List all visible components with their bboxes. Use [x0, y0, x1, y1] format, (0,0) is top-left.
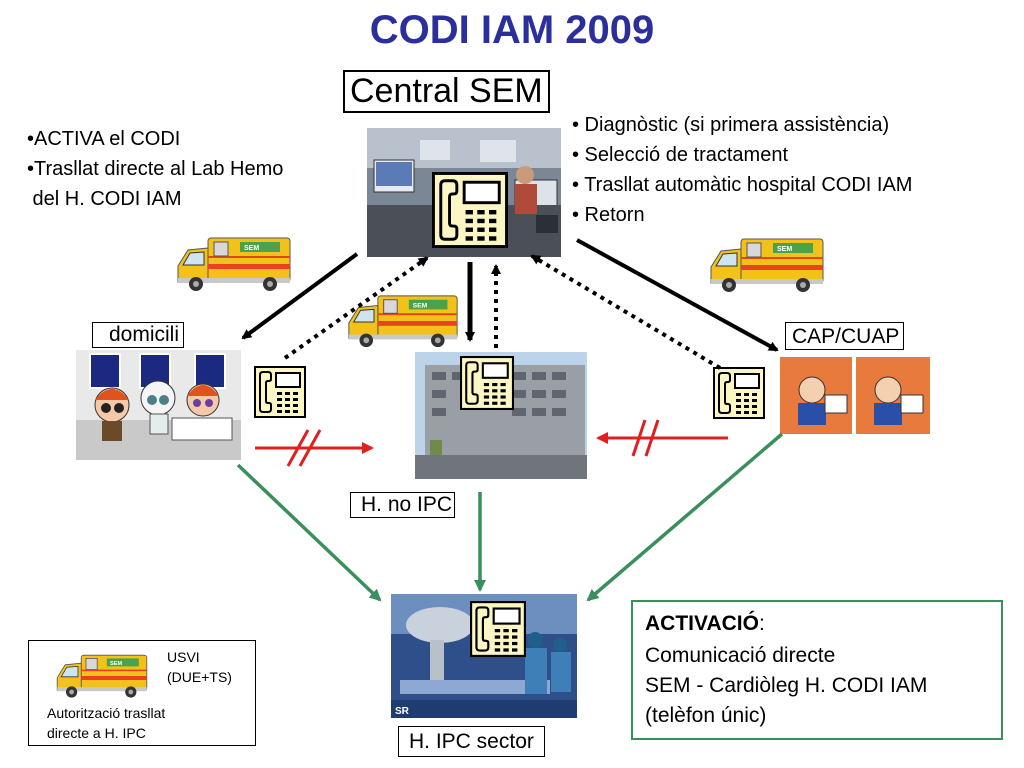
phone-icon: [713, 367, 765, 419]
right-note-item: • Retorn: [572, 204, 645, 226]
ambulance-icon: [177, 237, 291, 292]
arrow-central-to-cap: [576, 238, 779, 352]
legend-auth-line1: Autorització trasllat: [47, 705, 166, 721]
page-title: CODI IAM 2009: [369, 8, 655, 52]
svg-text:SR: SR: [395, 706, 410, 717]
cap-cuap-label: CAP/CUAP: [785, 322, 905, 351]
activation-line2: SEM - Cardiòleg H. CODI IAM: [645, 674, 928, 697]
left-note-item: •Trasllat directe al Lab Hemo: [27, 158, 284, 180]
activation-heading-line: ACTIVACIÓ:: [645, 612, 765, 636]
arrow-central-to-domicili: [241, 252, 359, 340]
right-note-item: • Diagnòstic (si primera assistència): [572, 114, 890, 136]
legend-usvi-line2: (DUE+TS): [167, 669, 232, 685]
activation-heading: ACTIVACIÓ: [645, 612, 759, 635]
right-note-item: • Trasllat automàtic hospital CODI IAM: [572, 174, 913, 196]
activation-colon: :: [758, 612, 765, 635]
left-notes: •ACTIVA el CODI •Trasllat directe al Lab…: [27, 124, 283, 214]
phone-icon: [470, 600, 526, 658]
domicili-illustration: [76, 350, 241, 460]
right-note-item: • Selecció de tractament: [572, 144, 788, 166]
arrow-domicili-to-hipc: [236, 463, 382, 602]
phone-icon: [254, 366, 306, 418]
domicili-label: domicili: [92, 322, 185, 349]
dotted-arrow-domicili-to-central: [283, 256, 429, 360]
central-sem-photo: [367, 128, 561, 257]
legend-usvi-line1: USVI: [167, 649, 200, 665]
right-notes: • Diagnòstic (si primera assistència) • …: [572, 110, 912, 230]
h-no-ipc-label: H. no IPC: [350, 492, 456, 519]
activation-line3: (telèfon únic): [645, 704, 767, 727]
phone-icon: [460, 356, 514, 410]
h-ipc-sector-label: H. IPC sector: [398, 726, 545, 758]
left-note-item: •ACTIVA el CODI: [27, 128, 181, 150]
legend-auth-line2: directe a H. IPC: [47, 725, 146, 741]
central-sem-label: Central SEM: [343, 70, 550, 114]
ambulance-icon: [710, 238, 824, 293]
blocked-arrow-domicili-to-hno: [255, 429, 374, 467]
left-note-item: del H. CODI IAM: [27, 188, 182, 210]
ambulance-icon: [348, 295, 458, 348]
arrow-cap-to-hipc: [586, 432, 784, 602]
phone-icon: [431, 172, 509, 248]
cap-cuap-illustration: [780, 357, 930, 434]
activation-box: ACTIVACIÓ: Comunicació directe SEM - Car…: [631, 600, 1003, 740]
blocked-arrow-cap-to-hno: [596, 419, 728, 457]
dotted-arrow-cap-to-central: [530, 254, 722, 370]
legend-box: USVI (DUE+TS) Autorització trasllat dire…: [28, 640, 256, 746]
activation-line1: Comunicació directe: [645, 644, 836, 667]
